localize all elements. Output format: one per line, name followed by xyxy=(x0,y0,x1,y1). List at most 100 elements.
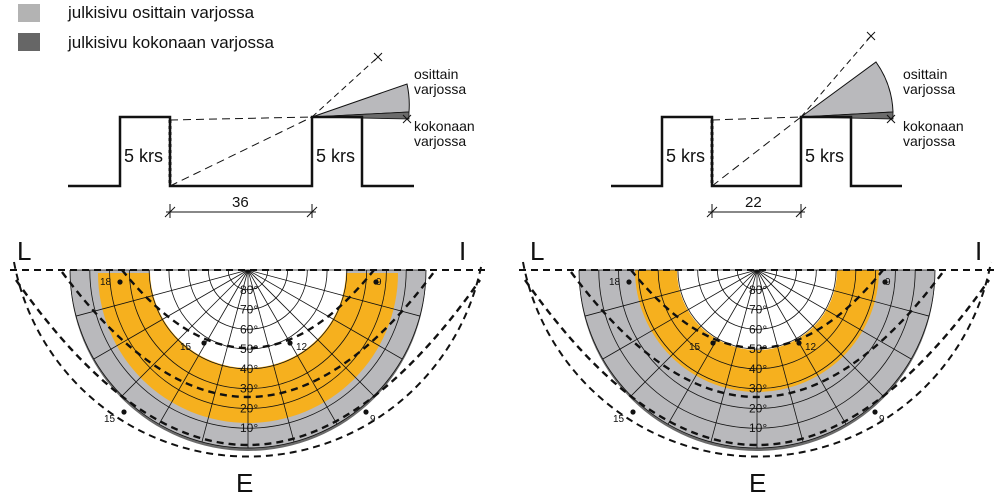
azimuth-line xyxy=(756,269,847,425)
hour-dot xyxy=(796,340,802,346)
sun-path-high xyxy=(121,269,375,349)
altitude-label: 50° xyxy=(749,342,767,356)
full-label-1: kokonaan xyxy=(903,118,964,134)
altitude-label: 70° xyxy=(749,303,767,317)
hour-dot xyxy=(626,279,632,285)
outer-boundary xyxy=(522,261,992,458)
direction-right-1: I xyxy=(459,236,466,266)
azimuth-line xyxy=(756,269,912,360)
azimuth-line xyxy=(756,269,804,443)
hour-mark-label: 18 xyxy=(609,277,621,288)
section-panel-1: 5 krs 5 krs 36 osittain varjossa kokonaa… xyxy=(68,52,475,218)
legend-label-full: julkisivu kokonaan varjossa xyxy=(67,33,275,52)
hour-dot xyxy=(363,409,369,415)
altitude-label: 20° xyxy=(240,401,258,415)
sun-path-diagram-1: 80° 70° 60° 50° 40° 30° 20° 10° 18 9 15 12 15 9 xyxy=(10,261,486,458)
partial-label-2: varjossa xyxy=(414,81,466,97)
hour-dot xyxy=(287,340,293,346)
direction-left-1: L xyxy=(17,236,31,266)
hour-mark-label: 9 xyxy=(376,277,382,288)
altitude-label: 30° xyxy=(749,382,767,396)
hour-mark-label: 18 xyxy=(100,277,112,288)
partial-label-1: osittain xyxy=(414,66,458,82)
hour-mark-label: 15 xyxy=(180,342,192,353)
legend: julkisivu osittain varjossa julkisivu ko… xyxy=(18,3,275,52)
building-profile xyxy=(611,115,902,188)
altitude-label: 60° xyxy=(240,322,258,336)
partial-label-2: varjossa xyxy=(903,81,955,97)
hour-dot xyxy=(121,409,127,415)
hour-mark-label: 12 xyxy=(296,342,308,353)
sun-path-diagram-2: 80° 70° 60° 50° 40° 30° 20° 10° 18 9 15 12 15 9 xyxy=(519,261,995,458)
azimuth-line xyxy=(201,269,249,443)
hour-mark-label: 9 xyxy=(879,414,885,425)
partial-shadow-wedge xyxy=(799,61,894,118)
hour-dot xyxy=(872,409,878,415)
azimuth-line xyxy=(247,269,295,443)
azimuth-line xyxy=(710,269,758,443)
azimuth-line xyxy=(247,269,338,425)
hour-dot xyxy=(710,340,716,346)
distance-label: 36 xyxy=(232,194,249,211)
legend-swatch-partial xyxy=(18,4,40,22)
hour-dot xyxy=(882,279,888,285)
partial-label-1: osittain xyxy=(903,66,947,82)
building-profile xyxy=(68,115,414,188)
altitude-label: 10° xyxy=(240,421,258,435)
azimuth-line xyxy=(667,269,758,425)
altitude-label: 20° xyxy=(749,401,767,415)
legend-swatch-full xyxy=(18,33,40,51)
azimuth-line xyxy=(630,269,758,397)
altitude-label: 10° xyxy=(749,421,767,435)
altitude-label: 70° xyxy=(240,303,258,317)
altitude-label: 30° xyxy=(240,382,258,396)
partial-shadow-wedge xyxy=(311,83,410,118)
direction-bottom-2: E xyxy=(749,468,766,498)
sun-path-mid xyxy=(570,271,944,399)
altitude-label: 80° xyxy=(749,283,767,297)
direction-right-2: I xyxy=(975,236,982,266)
hour-mark-label: 15 xyxy=(104,414,116,425)
azimuth-line xyxy=(584,269,758,317)
azimuth-line xyxy=(121,269,249,397)
sun-path-high xyxy=(630,269,884,349)
altitude-label: 40° xyxy=(749,362,767,376)
distance-label: 22 xyxy=(745,194,762,211)
hour-mark-label: 12 xyxy=(805,342,817,353)
azimuth-line xyxy=(75,269,249,317)
hour-mark-label: 15 xyxy=(689,342,701,353)
building-left-label: 5 krs xyxy=(666,146,705,166)
azimuth-line xyxy=(247,269,403,360)
direction-left-2: L xyxy=(530,236,544,266)
outer-boundary xyxy=(13,261,483,458)
altitude-label: 80° xyxy=(240,283,258,297)
azimuth-line xyxy=(602,269,758,360)
sun-path-mid xyxy=(61,271,435,399)
azimuth-line xyxy=(247,269,375,397)
hour-dot xyxy=(201,340,207,346)
azimuth-line xyxy=(93,269,249,360)
building-right-label: 5 krs xyxy=(316,146,355,166)
azimuth-line xyxy=(756,269,884,397)
azimuth-line xyxy=(247,269,421,317)
azimuth-line xyxy=(756,269,930,317)
building-left-label: 5 krs xyxy=(124,146,163,166)
altitude-label: 40° xyxy=(240,362,258,376)
building-right-label: 5 krs xyxy=(805,146,844,166)
full-label-2: varjossa xyxy=(414,133,466,149)
full-label-2: varjossa xyxy=(903,133,955,149)
full-label-1: kokonaan xyxy=(414,118,475,134)
altitude-label: 50° xyxy=(240,342,258,356)
hour-dot xyxy=(117,279,123,285)
hour-dot xyxy=(373,279,379,285)
hour-mark-label: 15 xyxy=(613,414,625,425)
altitude-label: 60° xyxy=(749,322,767,336)
hour-mark-label: 9 xyxy=(370,414,376,425)
legend-label-partial: julkisivu osittain varjossa xyxy=(67,3,255,22)
azimuth-line xyxy=(158,269,249,425)
hour-dot xyxy=(630,409,636,415)
section-panel-2: 5 krs 5 krs 22 osittain varjossa kokonaa… xyxy=(611,31,964,218)
direction-bottom-1: E xyxy=(236,468,253,498)
hour-mark-label: 9 xyxy=(885,277,891,288)
